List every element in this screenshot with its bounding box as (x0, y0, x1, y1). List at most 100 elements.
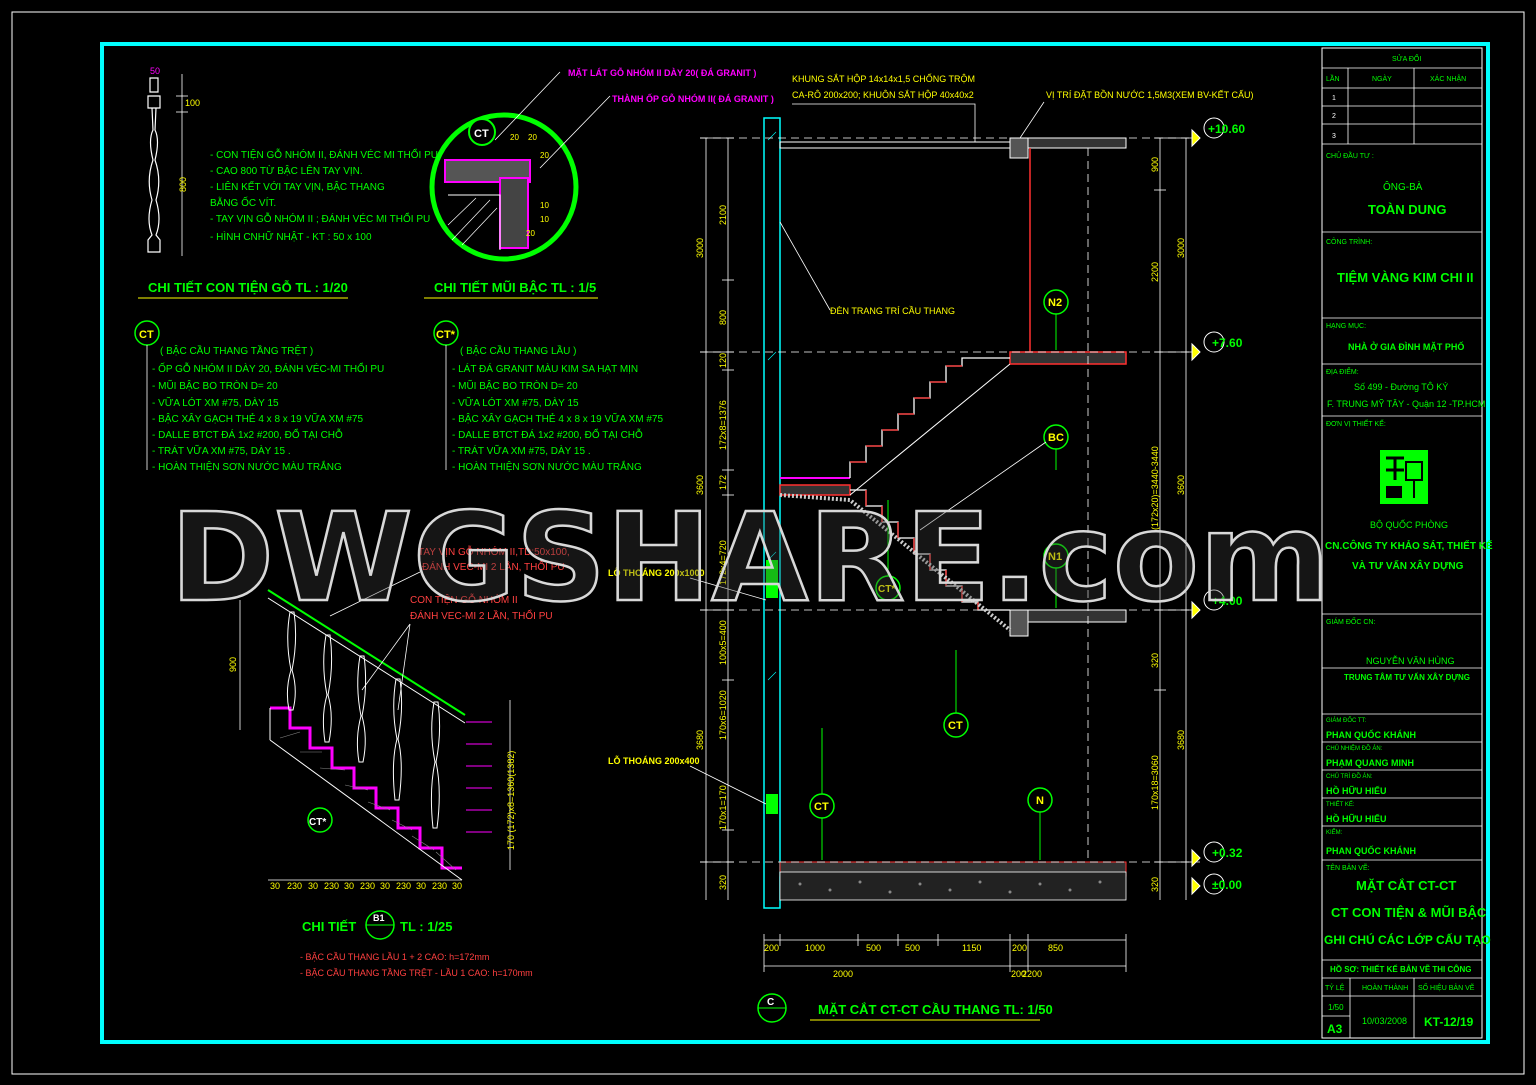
railing-label-handrail-1: TAY VỊN GỖ NHÓM II,TD:50x100, (418, 545, 570, 558)
tag-ct: CT (948, 720, 963, 732)
railing-label-baluster-1: CON TIỆN GỖ NHÓM II (410, 593, 518, 606)
right-dim: 320 (1150, 877, 1160, 892)
person-name: PHẠM QUANG MINH (1326, 758, 1414, 768)
baluster-dim-top: 50 (150, 66, 160, 76)
ct-upper-notes: CT* ( BẬC CẦU THANG LẦU ) - LÁT ĐÁ GRANI… (433, 320, 663, 473)
ct-ground-notes: CT ( BẬC CẦU THANG TẦNG TRỆT ) - ỐP GỖ N… (134, 320, 384, 473)
bottom-dim: 200 (764, 943, 779, 953)
nosing-detail: CT MẶT LÁT GỖ NHÓM II DÀY 20( ĐÁ GRANIT … (424, 67, 774, 299)
left-dim: 2100 (718, 205, 728, 225)
footer-col: HOÀN THÀNH (1362, 983, 1408, 992)
project-label: CÔNG TRÌNH: (1326, 237, 1372, 246)
designer-org2: CN.CÔNG TY KHẢO SÁT, THIẾT KẾ (1325, 539, 1493, 552)
ct-ground-tag: CT (139, 329, 154, 341)
bottom-total: 2200 (1022, 969, 1042, 979)
label-burglar-frame-2: CA-RÔ 200x200; KHUÔN SẮT HỘP 40x40x2 (792, 90, 974, 100)
right-dim: 320 (1150, 653, 1160, 668)
title-block: SỬA ĐỔI LẦN NGÀY XÁC NHẬN 1 2 3 CHỦ ĐẦU … (1321, 47, 1493, 1039)
ct-upper-note: - TRÁT VỮA XM #75, DÀY 15 . (452, 444, 591, 457)
railing-note: - BẬC CẦU THANG LẦU 1 + 2 CAO: h=172mm (300, 952, 489, 962)
revision-col: XÁC NHẬN (1430, 74, 1466, 83)
nosing-label-top: MẶT LÁT GỖ NHÓM II DÀY 20( ĐÁ GRANIT ) (568, 67, 756, 78)
center-name: TRUNG TÂM TƯ VẤN XÂY DỰNG (1344, 672, 1470, 682)
tread-dim: 30 (452, 881, 462, 891)
tag-ct: CT (814, 801, 829, 813)
right-dim: 2200 (1150, 262, 1160, 282)
baluster-note: - CON TIỆN GỖ NHÓM II, ĐÁNH VÉC MI THỔI … (210, 148, 438, 161)
railing-title-tag: B1 (373, 913, 385, 923)
tread-dim: 230 (432, 881, 447, 891)
bottom-dim: 500 (866, 943, 881, 953)
tag-bc: BC (1048, 432, 1064, 444)
ct-ground-note: - DALLE BTCT ĐÁ 1x2 #200, ĐỔ TẠI CHỖ (152, 428, 343, 441)
address-line2: F. TRUNG MỸ TÂY - Quận 12 -TP.HCM (1327, 399, 1485, 409)
left-dim: 172x8=1376 (718, 400, 728, 450)
right-dim: 170x18=3060 (1150, 755, 1160, 810)
level-mark: +4.00 (1212, 594, 1243, 608)
level-mark: +7.60 (1212, 336, 1243, 350)
nosing-dim: 20 (528, 133, 537, 142)
address-line1: Số 499 - Đường TÔ KÝ (1354, 382, 1448, 392)
director-label: GIÁM ĐỐC CN: (1326, 616, 1375, 626)
left-dim: 170x1=170 (718, 785, 728, 830)
ct-ground-note: - VỮA LÓT XM #75, DÀY 15 (152, 396, 279, 409)
baluster-note: - HÌNH CNHỮ NHẬT - KT : 50 x 100 (210, 230, 372, 243)
drawing-title1: MẶT CẮT CT-CT (1356, 878, 1456, 893)
railing-label-baluster-2: ĐÁNH VEC-MI 2 LẦN, THỔI PU (410, 609, 553, 622)
revision-header: SỬA ĐỔI (1392, 54, 1421, 63)
baluster-detail: 50 100 800 - CON TIỆN GỖ NHÓM II, ĐÁNH V… (138, 66, 438, 299)
bottom-dim: 500 (905, 943, 920, 953)
footer-col: TỶ LỆ (1325, 983, 1345, 992)
ct-upper-tag: CT* (436, 329, 456, 341)
railing-detail: 900 170 (172)x8=1360(1382) TAY VỊN GỖ NH… (228, 545, 570, 978)
right-total: 3600 (1176, 475, 1186, 495)
ct-upper-note: - LÁT ĐÁ GRANIT MÀU KIM SA HẠT MỊN (452, 362, 638, 375)
ct-upper-note: - BẬC XÂY GẠCH THẺ 4 x 8 x 19 VỮA XM #75 (452, 412, 663, 425)
left-dim: 120 (718, 353, 728, 368)
owner-line2: TOÀN DUNG (1368, 202, 1446, 217)
item-label: HẠNG MỤC: (1326, 323, 1366, 330)
designer-org1: BỘ QUỐC PHÒNG (1370, 519, 1448, 530)
section-tag: C (767, 997, 774, 1008)
level-mark: ±0.00 (1212, 878, 1242, 892)
owner-label: CHỦ ĐẦU TƯ : (1326, 150, 1374, 160)
label-burglar-frame-1: KHUNG SẮT HỘP 14x14x1,5 CHỐNG TRỘM (792, 73, 975, 84)
baluster-note: - TAY VỊN GỖ NHÓM II ; ĐÁNH VÉC MI THỔI … (210, 212, 430, 225)
revision-row: 1 (1332, 95, 1336, 102)
person-name: PHAN QUỐC KHÁNH (1326, 729, 1416, 740)
tread-dim: 230 (324, 881, 339, 891)
tread-dim: 30 (416, 881, 426, 891)
railing-note: - BẬC CẦU THANG TẦNG TRỆT - LẦU 1 CAO: h… (300, 968, 533, 978)
ct-ground-note: - MŨI BẬC BO TRÒN D= 20 (152, 379, 278, 392)
designer-logo-icon (1380, 450, 1428, 504)
director-name: NGUYỄN VĂN HÙNG (1366, 655, 1455, 666)
tag-ct-star: CT* (878, 584, 895, 595)
person-role: GIÁM ĐỐC TT: (1326, 717, 1367, 724)
ct-ground-note: - BẬC XÂY GẠCH THẺ 4 x 8 x 19 VỮA XM #75 (152, 412, 363, 425)
drawing-label: TÊN BẢN VẼ: (1326, 863, 1370, 872)
nosing-dim: 20 (540, 151, 549, 160)
right-total: 3680 (1176, 730, 1186, 750)
revision-row: 3 (1332, 133, 1336, 140)
person-role: CHỦ TRÌ ĐỒ ÁN: (1326, 773, 1373, 780)
bottom-dim: 850 (1048, 943, 1063, 953)
nosing-dim: 20 (510, 133, 519, 142)
right-total: 3000 (1176, 238, 1186, 258)
nosing-dim: 10 (540, 201, 549, 210)
bottom-dim: 1150 (962, 943, 981, 953)
left-dim: 800 (718, 310, 728, 325)
railing-vertical-dim: 170 (172)x8=1360(1382) (506, 751, 516, 850)
tread-dim: 30 (380, 881, 390, 891)
left-dim: 170x6=1020 (718, 690, 728, 740)
tread-dim: 230 (396, 881, 411, 891)
revision-col: NGÀY (1372, 74, 1392, 83)
level-mark: +10.60 (1208, 122, 1245, 136)
ct-upper-note: - VỮA LÓT XM #75, DÀY 15 (452, 396, 579, 409)
ct-upper-note: ( BẬC CẦU THANG LẦU ) (460, 344, 577, 357)
left-dim: 320 (718, 875, 728, 890)
baluster-dim-mid: 100 (185, 98, 200, 108)
baluster-detail-title: CHI TIẾT CON TIỆN GỖ TL : 1/20 (148, 280, 348, 295)
left-total: 3680 (695, 730, 705, 750)
tag-n: N (1036, 795, 1044, 807)
label-vent-upper: LỖ THOÁNG 200x1000 (608, 567, 705, 578)
